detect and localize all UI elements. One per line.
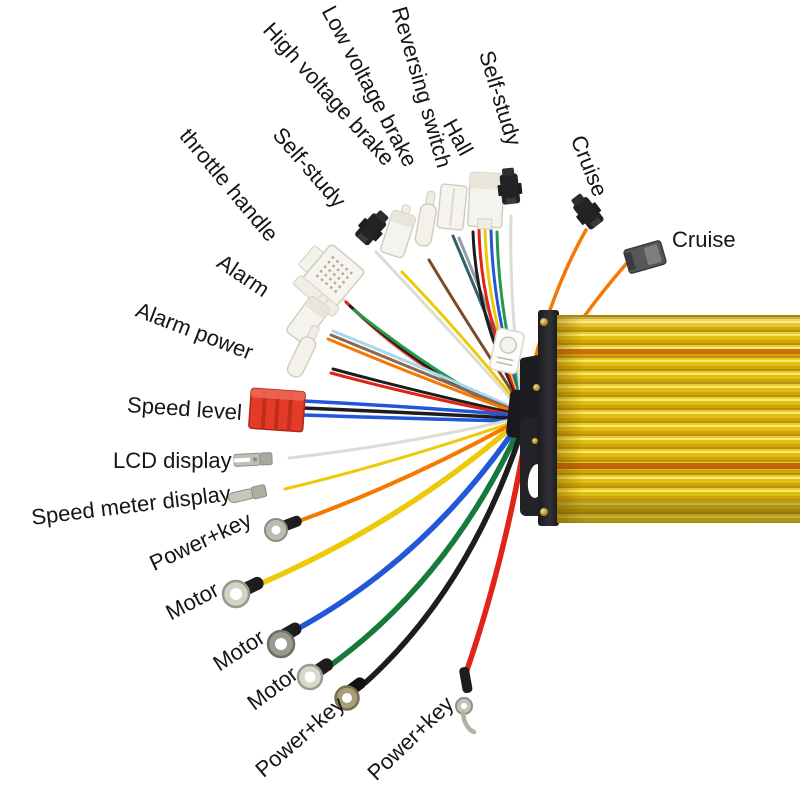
low-voltage-brake-connector	[413, 189, 441, 248]
cruise-right-connector	[623, 240, 667, 274]
self-study-left-wire	[374, 250, 521, 410]
power-key-black-ring-terminal	[334, 677, 366, 711]
cable-tag	[489, 327, 525, 375]
speed-meter-bullet-terminal	[228, 484, 268, 504]
motor-blue-ring-terminal	[266, 622, 302, 659]
motor-phase-wires	[259, 424, 521, 668]
reversing-switch-connector	[436, 183, 468, 231]
speed-meter-wire	[283, 421, 513, 491]
high-voltage-brake-wire	[400, 270, 522, 408]
throttle-connector	[293, 244, 365, 317]
screw	[540, 318, 548, 326]
self-study-right-wire	[509, 214, 524, 406]
power-key-black-wire	[362, 430, 524, 686]
power-key-orange-wire	[297, 423, 512, 523]
lcd-spade-terminal	[233, 452, 273, 467]
high-voltage-brake-connector	[379, 201, 420, 260]
power-key-orange-ring-terminal	[264, 515, 302, 542]
wire-label-lcd-display: LCD display	[113, 448, 232, 473]
controller-end-cap	[538, 310, 559, 526]
alarm-power-wires	[329, 367, 515, 417]
speed-level-wires	[301, 399, 514, 423]
power-key-red-ring-terminal	[455, 666, 477, 735]
low-voltage-brake-wire	[427, 258, 523, 407]
motor-green-ring-terminal	[296, 658, 334, 691]
screw	[532, 438, 538, 444]
controller-heatsink	[557, 315, 800, 523]
lcd-display-wire	[287, 418, 513, 460]
cruise-top-connector	[565, 189, 608, 233]
screw	[533, 384, 540, 391]
speed-level-connector	[248, 387, 306, 433]
motor-yellow-ring-terminal	[221, 576, 264, 609]
alarm-wires	[326, 329, 516, 414]
hall-connector	[467, 171, 505, 230]
screw	[540, 508, 548, 516]
wire-label-cruise-right: Cruise	[672, 227, 736, 252]
